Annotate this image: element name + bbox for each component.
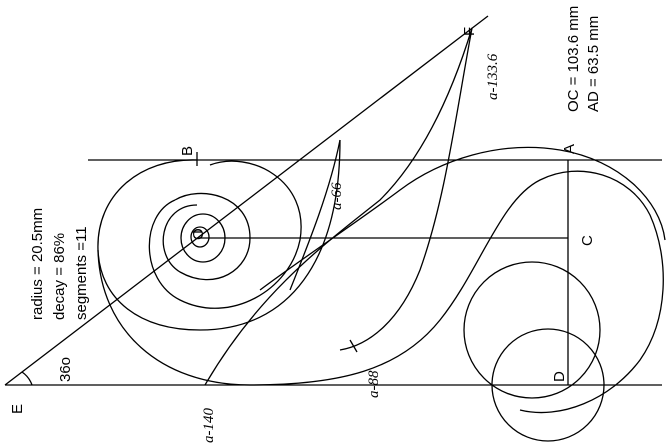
spiral-outer-left xyxy=(97,139,341,331)
spiral-turn-1 xyxy=(190,226,210,248)
curve-a-66 xyxy=(289,139,341,291)
point-a-label: A xyxy=(561,144,578,154)
spiral-turn-2 xyxy=(180,213,226,263)
point-c-label: C xyxy=(579,235,596,246)
point-f-label: F xyxy=(461,27,478,36)
spiral-turn-3 xyxy=(162,192,251,281)
ad-measurement: AD = 63.5 mm xyxy=(585,16,602,112)
arc-a88-label: a-88 xyxy=(366,370,382,398)
radius-label: radius = 20.5mm xyxy=(29,208,46,320)
point-b-label: B xyxy=(179,146,196,156)
line-e-f xyxy=(4,15,489,386)
arc-a140-label: a-140 xyxy=(201,408,217,443)
volute-outer-loop xyxy=(97,170,664,414)
oc-measurement: OC = 103.6 mm xyxy=(565,6,582,112)
angle-arc xyxy=(21,371,33,386)
spiral-turn-4 xyxy=(148,160,302,309)
decay-label: decay = 86% xyxy=(51,233,68,320)
lower-circle-1 xyxy=(463,261,601,399)
curve-a-133 xyxy=(339,27,473,351)
arc-a133-label: a-133.6 xyxy=(485,53,501,100)
tick-a-88 xyxy=(349,339,358,353)
curve-a-140 xyxy=(204,27,473,386)
volute-upper-curve xyxy=(259,146,666,291)
point-e-label: E xyxy=(9,404,26,414)
point-d-label: D xyxy=(551,371,568,382)
angle-label: 36o xyxy=(57,357,74,382)
arc-a66-label: a-66 xyxy=(329,182,345,210)
point-o-label: O xyxy=(190,228,207,240)
lower-circle-2 xyxy=(491,328,605,442)
segments-label: segments =11 xyxy=(73,226,90,320)
